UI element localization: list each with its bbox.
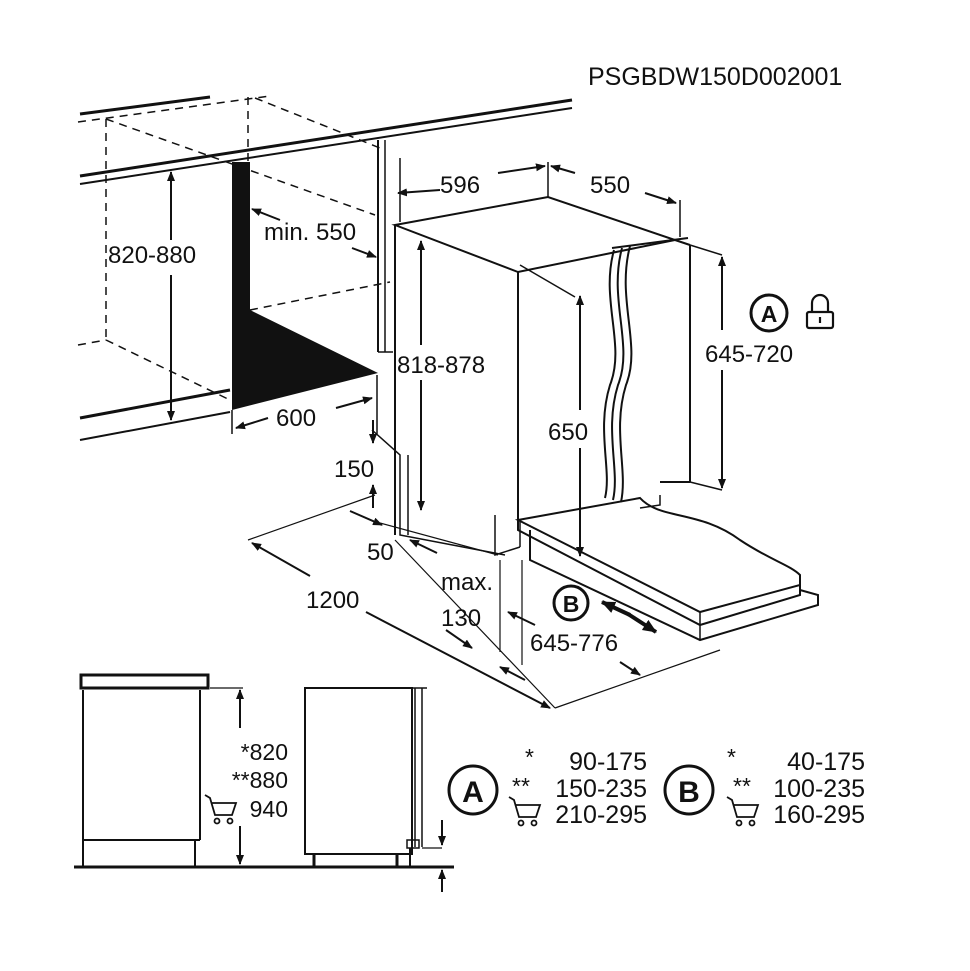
- height-star2-label: **880: [232, 767, 288, 793]
- svg-text:100-235: 100-235: [773, 775, 865, 803]
- appliance-height-label: 818-878: [397, 352, 485, 379]
- max-value-label: 130: [441, 605, 481, 632]
- svg-text:*: *: [727, 744, 736, 770]
- cart-icon: [508, 796, 542, 827]
- door-height-label: 645-720: [705, 341, 793, 368]
- drawing-code: PSGBDW150D002001: [588, 63, 842, 91]
- table-b: B * 40-175 ** 100-235 160-295: [663, 744, 865, 829]
- dishwasher-body: [247, 158, 819, 709]
- door-travel-label: 645-776: [530, 630, 618, 657]
- cart-icon: [204, 794, 238, 825]
- niche-width-label: 600: [276, 405, 316, 432]
- appliance-depth-label: 550: [590, 172, 630, 199]
- inner-height-label: 650: [548, 419, 588, 446]
- svg-text:40-175: 40-175: [787, 748, 865, 776]
- marker-b-circle: [552, 584, 590, 622]
- marker-b-label: B: [563, 591, 580, 617]
- marker-a-label: A: [761, 301, 778, 327]
- svg-text:150-235: 150-235: [555, 775, 647, 803]
- cart-icon: [726, 796, 760, 827]
- svg-text:B: B: [678, 776, 700, 809]
- svg-text:**: **: [512, 773, 530, 799]
- max-label: max.: [441, 569, 493, 596]
- height-star1-label: *820: [241, 739, 288, 765]
- plinth-height-label: 150: [334, 456, 374, 483]
- niche-side-panel: [232, 162, 378, 410]
- appliance-width-label: 596: [440, 172, 480, 199]
- niche-depth-label: min. 550: [264, 219, 356, 246]
- svg-text:**: **: [733, 773, 751, 799]
- lock-icon: [805, 293, 835, 330]
- svg-text:210-295: 210-295: [555, 801, 647, 829]
- svg-text:160-295: 160-295: [773, 801, 865, 829]
- marker-a-circle: [749, 293, 789, 333]
- svg-text:*: *: [525, 744, 534, 770]
- svg-text:90-175: 90-175: [569, 748, 647, 776]
- niche-height-label: 820-880: [108, 242, 196, 269]
- plinth-setback-label: 50: [367, 539, 394, 566]
- side-view-left: [79, 673, 243, 866]
- side-view-right: [304, 687, 442, 866]
- svg-text:A: A: [462, 776, 484, 809]
- floor-clearance-label: 1200: [306, 587, 359, 614]
- height-cart-label: 940: [250, 796, 288, 822]
- table-a: A * 90-175 ** 150-235 210-295: [447, 744, 647, 829]
